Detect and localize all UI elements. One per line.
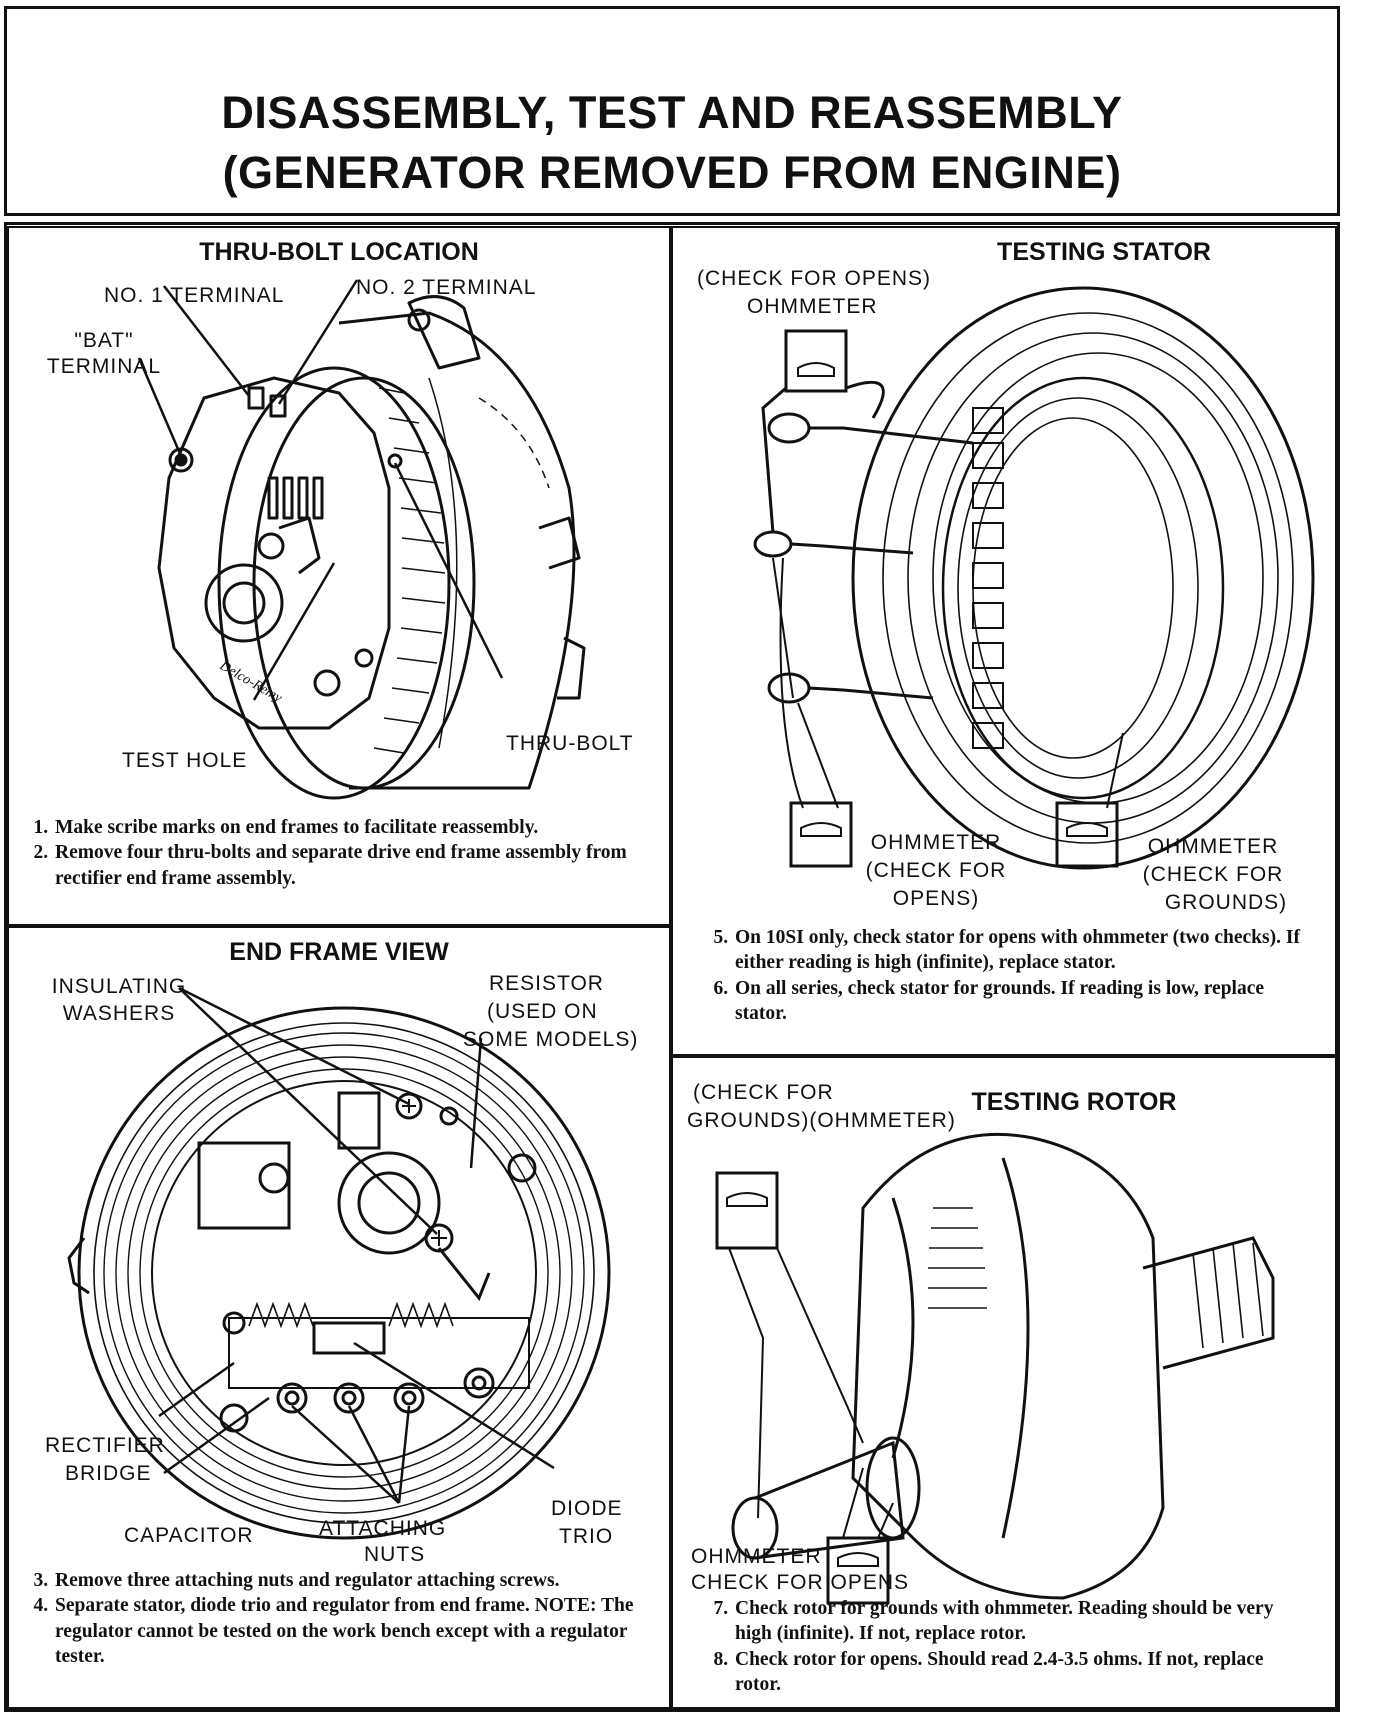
label-ohmmeter-bottom-2: CHECK FOR OPENS: [691, 1571, 910, 1594]
title-box: DISASSEMBLY, TEST AND REASSEMBLY (GENERA…: [4, 6, 1340, 216]
label-attaching-2: NUTS: [364, 1543, 426, 1566]
label-insulating-2: WASHERS: [62, 1002, 176, 1025]
end-frame-illustration: [67, 986, 611, 1540]
label-diode-2: TRIO: [559, 1525, 614, 1548]
label-ohmmeter-right-2: (CHECK FOR: [1142, 863, 1284, 886]
label-check-grounds-2: GROUNDS)(OHMMETER): [687, 1109, 956, 1132]
step-1: Make scribe marks on end frames to facil…: [53, 815, 653, 840]
stator-title: TESTING STATOR: [997, 238, 1211, 266]
thru-bolt-title: THRU-BOLT LOCATION: [199, 238, 479, 266]
generator-illustration: Delco-Remy: [137, 279, 586, 800]
stator-steps: On 10SI only, check stator for opens wit…: [703, 925, 1313, 1026]
end-frame-panel: END FRAME VIEW: [7, 926, 671, 1709]
rotor-illustration: [715, 1132, 1275, 1605]
label-ohmmeter-left-3: OPENS): [892, 887, 980, 910]
rotor-title: TESTING ROTOR: [971, 1088, 1177, 1116]
label-resistor-3: SOME MODELS): [463, 1028, 639, 1051]
label-check-grounds-1: (CHECK FOR: [693, 1081, 834, 1104]
label-rectifier-2: BRIDGE: [65, 1462, 152, 1485]
rotor-panel: TESTING ROTOR (CHECK FOR GRO: [671, 1056, 1337, 1709]
label-ohmmeter-bottom-1: OHMMETER: [691, 1545, 822, 1568]
label-ohmmeter-left: OHMMETER: [870, 831, 1002, 854]
thru-bolt-panel: THRU-BOLT LOCATION: [7, 226, 671, 926]
label-attaching-1: ATTACHING: [319, 1517, 447, 1540]
end-frame-steps: Remove three attaching nuts and regulato…: [23, 1568, 653, 1669]
label-bat-terminal-1: "BAT": [74, 329, 134, 352]
rotor-steps: Check rotor for grounds with ohmmeter. R…: [703, 1596, 1313, 1697]
step-6: On all series, check stator for grounds.…: [733, 976, 1313, 1027]
page-title-line1: DISASSEMBLY, TEST AND REASSEMBLY: [221, 87, 1123, 138]
label-check-opens-top: (CHECK FOR OPENS): [697, 267, 932, 290]
stator-panel: TESTING STATOR: [671, 226, 1337, 1056]
label-ohmmeter-right-3: GROUNDS): [1164, 891, 1288, 914]
step-2: Remove four thru-bolts and separate driv…: [53, 840, 653, 891]
label-rectifier-1: RECTIFIER: [45, 1434, 165, 1457]
page-title-line2: (GENERATOR REMOVED FROM ENGINE): [222, 147, 1122, 198]
label-capacitor: CAPACITOR: [124, 1524, 254, 1547]
thru-bolt-steps: Make scribe marks on end frames to facil…: [23, 815, 653, 891]
label-resistor-2: (USED ON: [487, 1000, 598, 1023]
step-4: Separate stator, diode trio and regulato…: [53, 1593, 653, 1669]
label-bat-terminal-2: TERMINAL: [46, 355, 162, 378]
step-7: Check rotor for grounds with ohmmeter. R…: [733, 1596, 1313, 1647]
label-ohmmeter-right: OHMMETER: [1147, 835, 1279, 858]
label-ohmmeter-top: OHMMETER: [747, 295, 878, 318]
label-test-hole: TEST HOLE: [122, 749, 248, 772]
label-no2-terminal: NO. 2 TERMINAL: [356, 276, 537, 299]
label-diode-1: DIODE: [551, 1497, 623, 1520]
label-insulating-1: INSULATING: [51, 975, 187, 998]
label-ohmmeter-left-2: (CHECK FOR: [865, 859, 1007, 882]
label-thru-bolt: THRU-BOLT: [506, 732, 634, 755]
label-resistor-1: RESISTOR: [489, 972, 604, 995]
step-3: Remove three attaching nuts and regulato…: [53, 1568, 653, 1593]
label-no1-terminal: NO. 1 TERMINAL: [104, 284, 285, 307]
step-5: On 10SI only, check stator for opens wit…: [733, 925, 1313, 976]
stator-illustration: [753, 286, 1315, 870]
end-frame-title: END FRAME VIEW: [229, 938, 449, 966]
step-8: Check rotor for opens. Should read 2.4-3…: [733, 1647, 1313, 1698]
